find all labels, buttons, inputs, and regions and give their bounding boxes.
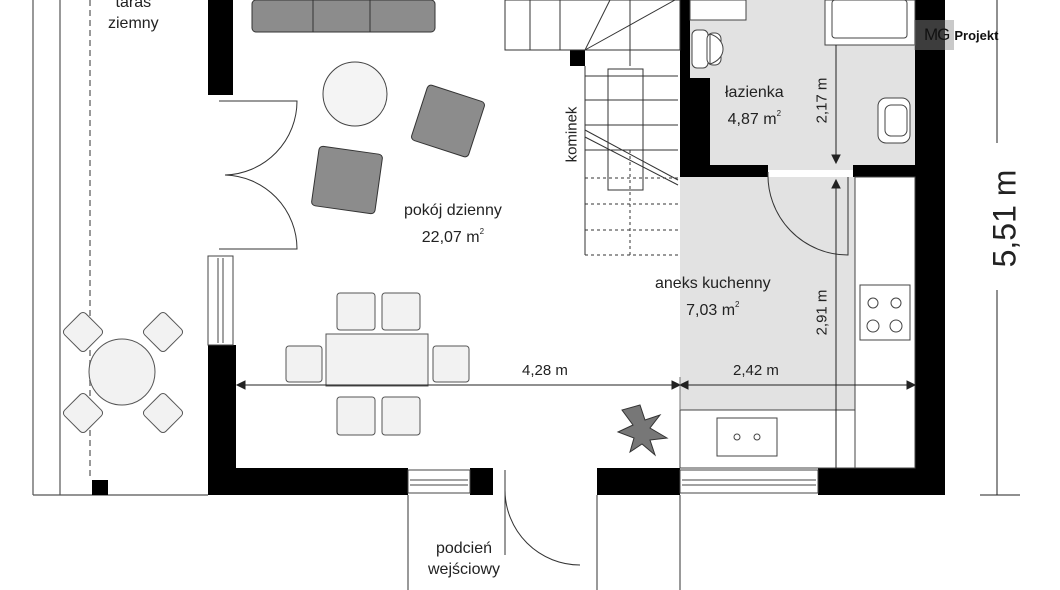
- kitchen-floor: [680, 177, 858, 410]
- sofa-icon: [251, 0, 436, 33]
- doors: [219, 100, 849, 590]
- armchair-icon: [311, 145, 383, 215]
- plant-icon: [616, 404, 669, 457]
- kitchen-fixtures: [679, 176, 916, 469]
- cooktop-icon: [859, 284, 911, 341]
- dimension-kitchen-width: 2,42 m: [733, 362, 779, 379]
- kitchen-sink-icon: [716, 417, 778, 457]
- dining-set: [62, 292, 470, 436]
- dimension-lines: [235, 0, 1020, 496]
- toilet-icon: [691, 29, 709, 69]
- dimension-kitchen-depth: 2,91 m: [813, 289, 831, 336]
- dimension-bath-depth: 2,17 m: [813, 77, 831, 124]
- fireplace-label: kominek: [563, 106, 581, 163]
- dimension-total-depth: 5,51 m: [986, 169, 1023, 268]
- furniture: [251, 0, 485, 215]
- dimension-living-width: 4,28 m: [522, 362, 568, 379]
- logo-mg: MG: [924, 25, 950, 44]
- terrace-post: [92, 480, 108, 495]
- staircase: [504, 0, 681, 256]
- armchair-icon: [411, 84, 485, 158]
- bathroom-fixtures: [689, 0, 916, 144]
- terrace-edges: [32, 0, 208, 496]
- walls: [208, 0, 945, 495]
- mg-projekt-logo: MG Projekt: [914, 20, 1034, 50]
- coffee-table-icon: [322, 61, 388, 127]
- windows: [207, 255, 819, 494]
- logo-projekt: Projekt: [954, 27, 999, 43]
